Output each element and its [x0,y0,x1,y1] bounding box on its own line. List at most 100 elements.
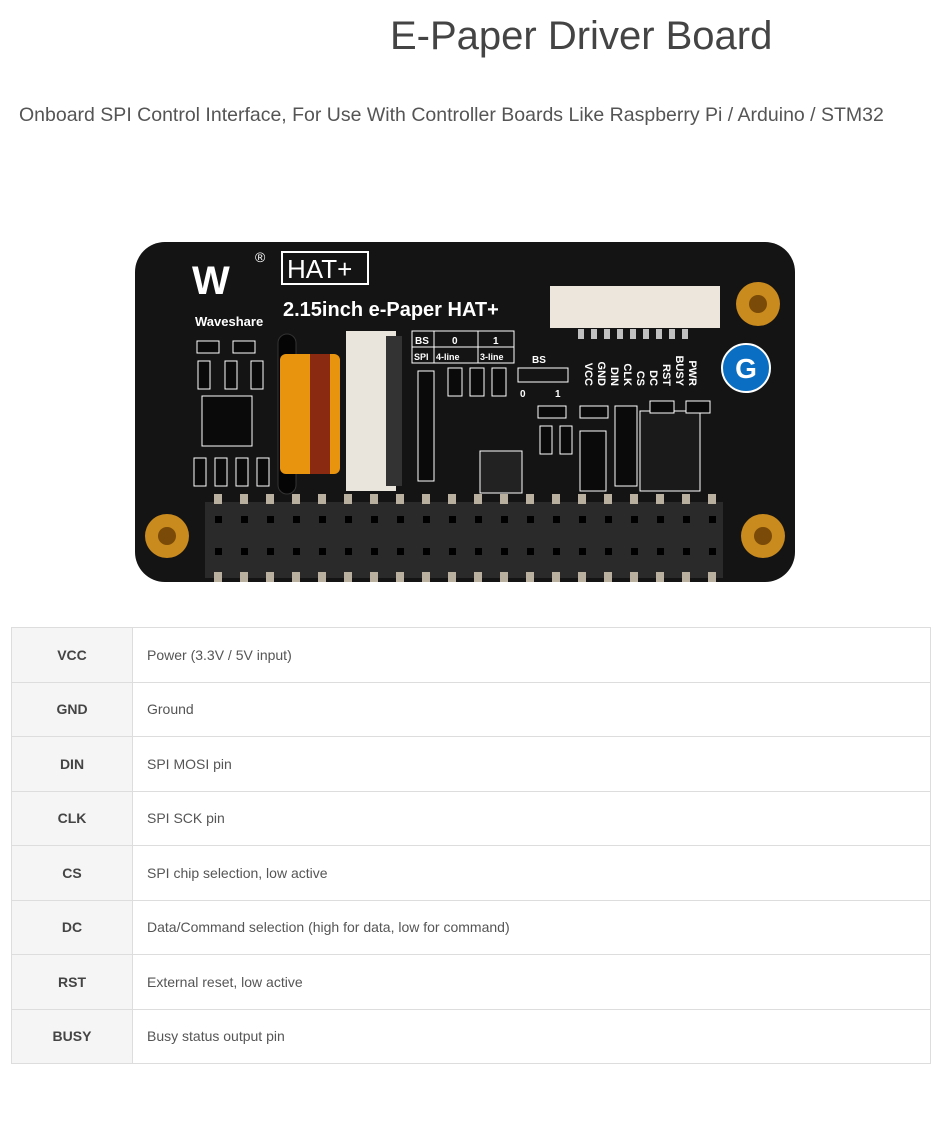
pin-name: VCC [11,627,133,683]
header-pin [423,516,430,523]
header-pin [214,572,222,582]
pin-name: GND [11,681,133,737]
header-pin [215,516,222,523]
header-pin [605,548,612,555]
pin-name: CLK [11,790,133,846]
page-subtitle: Onboard SPI Control Interface, For Use W… [19,104,884,126]
header-pin [605,516,612,523]
header-pin [449,548,456,555]
header-pin [397,516,404,523]
header-pin [214,494,222,504]
header-pin [318,494,326,504]
header-pin [474,572,482,582]
connector-pin-label: RST [660,364,672,386]
header-pin [579,548,586,555]
pin-description: Power (3.3V / 5V input) [132,627,931,683]
header-pin [656,494,664,504]
header-pin [292,572,300,582]
header-pin [292,494,300,504]
header-pin [241,548,248,555]
header-pin [578,572,586,582]
waveshare-logo-icon: W [192,259,230,303]
pin-description: Busy status output pin [132,1008,931,1064]
connector-pin-label: DIN [608,367,620,386]
pin-description: Ground [132,681,931,737]
pin-description: SPI chip selection, low active [132,845,931,901]
pin-description: SPI SCK pin [132,790,931,846]
header-pin [344,572,352,582]
connector-pin-label: VCC [582,363,594,386]
pin-description: External reset, low active [132,954,931,1010]
header-pin [500,572,508,582]
header-pin [552,572,560,582]
svg-text:0: 0 [452,336,458,347]
header-pin [423,548,430,555]
header-pin [266,494,274,504]
header-pin [682,494,690,504]
header-pin [657,548,664,555]
svg-text:G: G [735,353,757,384]
header-pin [240,494,248,504]
header-pin [396,572,404,582]
header-pin [709,516,716,523]
header-pin [449,516,456,523]
header-pin [501,548,508,555]
connector-pin-label: CS [634,371,646,386]
svg-text:0: 0 [520,389,526,400]
header-pin [553,516,560,523]
svg-text:3-line: 3-line [480,352,504,362]
header-pin [579,516,586,523]
mounting-holes [145,282,785,558]
connector-pin-label: GND [595,362,607,387]
header-pin [683,516,690,523]
header-pin [240,572,248,582]
pin-name: BUSY [11,1008,133,1064]
header-pin [708,572,716,582]
header-pin [552,494,560,504]
header-pin [319,516,326,523]
header-pin [708,494,716,504]
pin-name: DIN [11,736,133,792]
header-pin [682,572,690,582]
header-pin [215,548,222,555]
connector-pin-label: BUSY [673,355,685,386]
g-badge-icon [721,343,771,393]
header-pin [241,516,248,523]
header-pin [370,572,378,582]
connector-pin-label: PWR [686,360,698,386]
header-pin [500,494,508,504]
svg-text:®: ® [255,249,266,265]
svg-text:4-line: 4-line [436,352,460,362]
header-pin [422,494,430,504]
header-pin [475,516,482,523]
svg-text:BS: BS [532,355,546,366]
header-pin [448,572,456,582]
header-pin [578,494,586,504]
header-pin [422,572,430,582]
gpio-header [205,502,723,578]
header-pin [604,494,612,504]
header-pin [501,516,508,523]
page-title: E-Paper Driver Board [390,14,773,58]
header-pin [396,494,404,504]
pin-name: DC [11,899,133,955]
header-pin [631,516,638,523]
header-pin [630,572,638,582]
bs-table: BS 0 1 SPI 4-line 3-line BS 0 1 [411,330,569,400]
header-pin [344,494,352,504]
header-pin [345,548,352,555]
header-pin [527,516,534,523]
header-pin [630,494,638,504]
header-pin [318,572,326,582]
gpio-header-pins [214,494,716,582]
header-pin [371,548,378,555]
header-pin [631,548,638,555]
header-pin [475,548,482,555]
